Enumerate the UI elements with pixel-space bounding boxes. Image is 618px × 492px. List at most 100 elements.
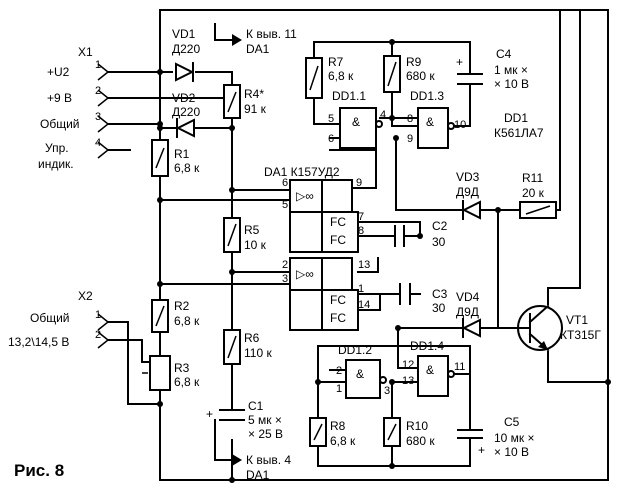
svg-text:10: 10 [454, 119, 466, 131]
x1-pin-2: 2 [95, 85, 101, 97]
capacitor-c2: C2 30 [394, 219, 448, 249]
x1-u2-label: +U2 [47, 65, 70, 79]
gate-dd1-2: & DD1.2 2 1 3 [336, 343, 390, 399]
x1-common-label: Общий [40, 117, 80, 131]
svg-text:11: 11 [454, 361, 465, 373]
svg-text:+: + [478, 443, 485, 457]
svg-text:DA1: DA1 [246, 42, 270, 56]
svg-text:10 мк ×: 10 мк × [494, 431, 535, 445]
svg-text:DD1.2: DD1.2 [338, 343, 372, 357]
svg-text:C2: C2 [432, 219, 448, 233]
x1-pin-1: 1 [95, 59, 101, 71]
dd1-label: DD1 К561ЛА7 [494, 111, 544, 140]
vd4-ref: VD4 [456, 290, 480, 304]
svg-text:▷∞: ▷∞ [296, 189, 314, 203]
resistor-r4: R4* 91 к [223, 84, 267, 119]
x2-pin-1: 1 [95, 309, 101, 321]
svg-text:20 к: 20 к [522, 186, 545, 200]
svg-text:13: 13 [358, 259, 370, 271]
svg-text:7: 7 [358, 211, 364, 223]
resistor-r11: R11 20 к [519, 171, 557, 219]
svg-text:12: 12 [402, 359, 414, 371]
resistor-r7: R7 6,8 к [305, 55, 354, 99]
svg-text:6,8 к: 6,8 к [174, 375, 200, 389]
svg-text:680 к: 680 к [406, 434, 435, 448]
svg-text:R8: R8 [330, 419, 346, 433]
figure-label: Рис. 8 [14, 461, 64, 480]
resistor-r5: R5 10 к [223, 217, 267, 253]
svg-text:+: + [456, 55, 463, 69]
svg-text:DD1.1: DD1.1 [332, 89, 366, 103]
note-top: К выв. 11 DA1 [232, 27, 297, 56]
svg-text:&: & [356, 367, 364, 381]
svg-text:8: 8 [358, 225, 364, 237]
svg-text:5 мк ×: 5 мк × [248, 413, 282, 427]
svg-text:R7: R7 [328, 55, 344, 69]
svg-text:R9: R9 [406, 55, 422, 69]
diode-vd3: VD3 Д9Д [456, 170, 481, 220]
svg-text:5: 5 [328, 113, 334, 125]
capacitor-c3: C3 30 [379, 283, 448, 315]
svg-text:30: 30 [432, 301, 446, 315]
resistor-r9: R9 680 к [383, 55, 435, 93]
svg-text:DD1.4: DD1.4 [410, 339, 444, 353]
transistor-vt1: VT1 КТ315Г [517, 304, 601, 352]
da1-title: DA1 К157УД2 [264, 165, 340, 179]
svg-text:DD1.3: DD1.3 [410, 89, 444, 103]
svg-text:C4: C4 [496, 47, 512, 61]
svg-text:6,8 к: 6,8 к [330, 434, 356, 448]
svg-text:FC: FC [330, 293, 346, 307]
resistor-r3: R3 6,8 к [142, 355, 200, 391]
svg-text:DA1: DA1 [246, 468, 270, 482]
svg-text:30: 30 [432, 235, 446, 249]
svg-text:680 к: 680 к [406, 69, 435, 83]
opamp-da1: DA1 К157УД2 ▷∞ ▷∞ FC FC FC FC 6 5 9 7 8 … [264, 165, 370, 331]
svg-text:FC: FC [330, 233, 346, 247]
x1-9v-label: +9 В [47, 91, 72, 105]
svg-text:4: 4 [380, 109, 386, 121]
vd2-ref: VD2 [172, 91, 196, 105]
svg-text:× 25 В: × 25 В [248, 427, 283, 441]
svg-text:R5: R5 [244, 223, 260, 237]
connector-x2: X2 1 2 Общий 13,2\14,5 В [8, 289, 110, 349]
svg-text:3: 3 [282, 273, 288, 285]
x1-control-label: Упр. [45, 141, 69, 155]
diode-vd4: VD4 Д9Д [456, 290, 481, 338]
resistor-r10: R10 680 к [383, 417, 435, 448]
svg-text:К выв. 11: К выв. 11 [246, 27, 297, 41]
gate-dd1-4: & DD1.4 12 13 11 [402, 339, 465, 397]
svg-text:6: 6 [328, 133, 334, 145]
svg-text:6: 6 [282, 177, 288, 189]
svg-text:9: 9 [407, 133, 413, 145]
svg-text:&: & [426, 363, 434, 377]
x1-pin-3: 3 [95, 111, 101, 123]
svg-text:13: 13 [402, 375, 414, 387]
svg-text:1 мк ×: 1 мк × [494, 63, 528, 77]
x1-pin-4: 4 [95, 137, 101, 149]
gate-dd1-1: & DD1.1 5 6 4 [328, 89, 386, 149]
vd2-type: Д220 [172, 105, 200, 119]
junctions [157, 39, 611, 483]
connector-x1: X1 1 2 3 4 +U2 +9 В Общий Упр. индик. [38, 45, 110, 171]
svg-text:14: 14 [358, 299, 370, 311]
wires [107, 9, 609, 481]
gate-dd1-3: & DD1.3 8 9 10 [407, 89, 466, 149]
svg-text:▷∞: ▷∞ [296, 267, 314, 281]
svg-text:К выв. 4: К выв. 4 [246, 453, 291, 467]
svg-text:R2: R2 [174, 299, 190, 313]
resistor-r6: R6 110 к [223, 329, 272, 365]
vd3-ref: VD3 [456, 170, 480, 184]
x2-label: X2 [78, 289, 93, 303]
svg-text:R6: R6 [244, 331, 260, 345]
svg-text:C3: C3 [432, 287, 448, 301]
vd1-ref: VD1 [172, 27, 196, 41]
svg-text:DD1: DD1 [504, 111, 528, 125]
vd1-type: Д220 [172, 42, 200, 56]
svg-text:1: 1 [336, 383, 342, 395]
svg-text:6,8 к: 6,8 к [328, 69, 354, 83]
svg-text:C1: C1 [248, 399, 264, 413]
svg-text:6,8 к: 6,8 к [174, 161, 200, 175]
svg-text:2: 2 [282, 259, 288, 271]
svg-text:5: 5 [282, 199, 288, 211]
resistor-r2: R2 6,8 к [151, 299, 200, 333]
